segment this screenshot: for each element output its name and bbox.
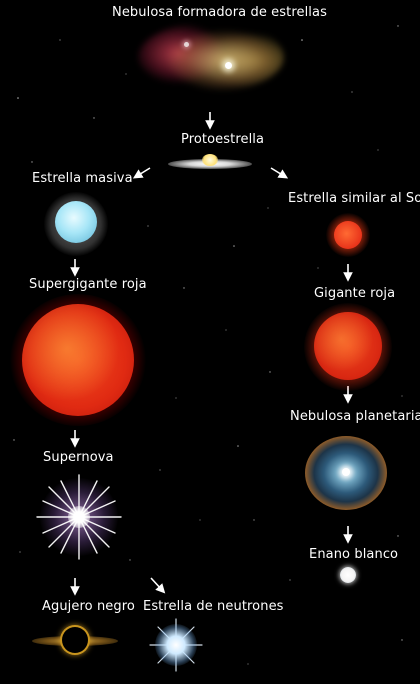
- massive-star-image: [55, 201, 97, 243]
- label-black-hole: Agujero negro: [42, 599, 135, 614]
- label-nebula: Nebulosa formadora de estrellas: [112, 5, 327, 20]
- planetary-nebula-core: [342, 468, 350, 476]
- white-dwarf-image: [340, 567, 356, 583]
- label-white-dwarf: Enano blanco: [309, 547, 399, 562]
- label-protostar: Protoestrella: [181, 132, 265, 147]
- nebula-bright-star: [225, 62, 232, 69]
- nebula-small-star: [184, 42, 189, 47]
- red-giant-image: [314, 312, 382, 380]
- label-red-supergiant: Supergigante roja: [29, 277, 147, 292]
- supernova-core: [68, 506, 90, 528]
- neutron-star-image: [155, 624, 197, 666]
- sunlike-star-image: [334, 221, 362, 249]
- protostar-core: [202, 154, 218, 166]
- black-hole-image: [62, 627, 88, 653]
- label-sunlike-star: Estrella similar al Sol: [288, 191, 420, 206]
- label-red-giant: Gigante roja: [314, 286, 396, 301]
- red-supergiant-image: [22, 304, 134, 416]
- label-planetary-nebula: Nebulosa planetaria: [290, 409, 420, 424]
- arrow-protostar-to-massive: [132, 167, 151, 179]
- label-massive-star: Estrella masiva: [32, 171, 133, 186]
- label-supernova: Supernova: [43, 450, 114, 465]
- label-neutron-star: Estrella de neutrones: [143, 599, 284, 614]
- arrow-supernova-to-neutronstar: [150, 577, 166, 594]
- star-forming-nebula-image: [138, 22, 284, 92]
- arrow-protostar-to-sunlike: [270, 167, 289, 179]
